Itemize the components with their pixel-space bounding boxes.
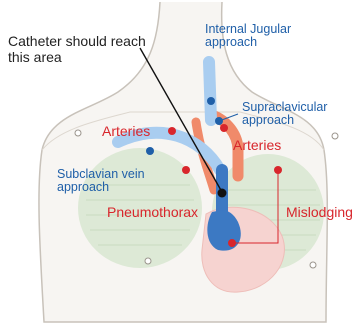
arteries-left-label: Arteries: [102, 124, 150, 138]
pneumothorax-marker: [182, 166, 190, 174]
catheter-target-marker: [218, 189, 227, 198]
subclavian-marker: [146, 147, 154, 155]
jugular-vein: [209, 62, 211, 120]
subclavian-line2: approach: [57, 181, 145, 194]
arteries-left-marker: [168, 127, 176, 135]
internal-jugular-line1: Internal Jugular: [205, 23, 291, 36]
pneumothorax-label: Pneumothorax: [107, 205, 198, 219]
subclavian-line1: Subclavian vein: [57, 168, 145, 181]
supraclavicular-marker: [215, 117, 223, 125]
supraclavicular-line2: approach: [242, 114, 327, 127]
supraclavicular-line1: Supraclavicular: [242, 101, 327, 114]
subclavian-label: Subclavian vein approach: [57, 168, 145, 193]
supraclavicular-label: Supraclavicular approach: [242, 101, 327, 126]
catheter-label: Catheter should reach this area: [8, 33, 146, 65]
internal-jugular-line2: approach: [205, 36, 291, 49]
shoulder-dot-right: [332, 133, 338, 139]
internal-jugular-label: Internal Jugular approach: [205, 23, 291, 48]
nipple-dot-right: [310, 262, 316, 268]
catheter-label-line1: Catheter should reach: [8, 33, 146, 49]
arteries-right-marker: [220, 124, 228, 132]
mislodging-label: Mislodging: [286, 205, 353, 219]
nipple-dot-left: [145, 258, 151, 264]
internal-jugular-marker: [207, 97, 215, 105]
catheter-label-line2: this area: [8, 49, 146, 65]
mislodging-marker: [274, 166, 282, 174]
arteries-right-label: Arteries: [233, 138, 281, 152]
shoulder-dot-left: [75, 130, 81, 136]
mislodging-end-marker: [228, 239, 236, 247]
